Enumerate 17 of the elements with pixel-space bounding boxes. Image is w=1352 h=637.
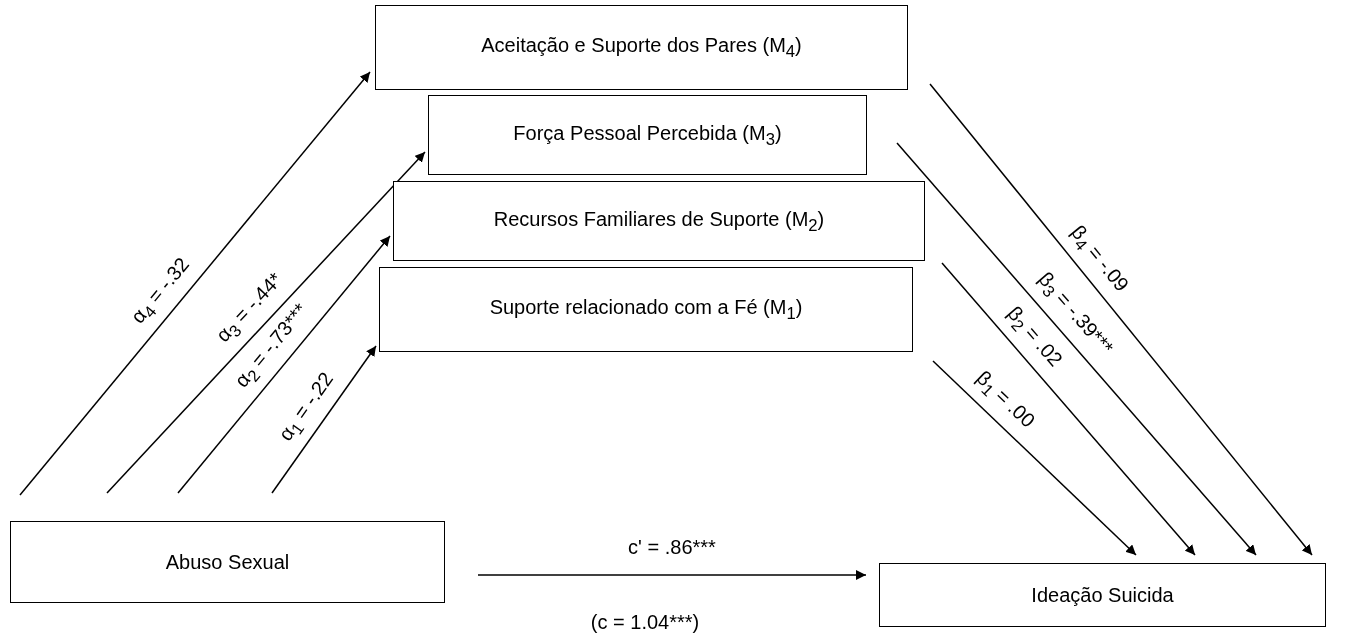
variable-box: Aceitação e Suporte dos Pares (M$_{4}$) xyxy=(375,5,908,90)
arrow xyxy=(271,345,377,494)
variable-box: Força Pessoal Percebida (M$_{3}$) xyxy=(428,95,867,175)
variable-box: Ideação Suicida xyxy=(879,563,1326,627)
arrow xyxy=(932,360,1137,556)
arrow xyxy=(896,142,1257,556)
variable-box: Recursos Familiares de Suporte (M$_{2}$) xyxy=(393,181,925,261)
arrow xyxy=(941,262,1196,556)
arrow xyxy=(177,235,391,494)
effect-label: (c = 1.04***) xyxy=(590,612,700,632)
variable-box: Abuso Sexual xyxy=(10,521,445,603)
arrow xyxy=(929,83,1313,556)
arrow xyxy=(19,71,371,496)
arrow xyxy=(477,570,867,580)
arrow xyxy=(106,151,426,494)
variable-box: Suporte relacionado com a Fé (M$_{1}$) xyxy=(379,267,913,352)
edge-label: c' = .86*** xyxy=(628,537,716,557)
